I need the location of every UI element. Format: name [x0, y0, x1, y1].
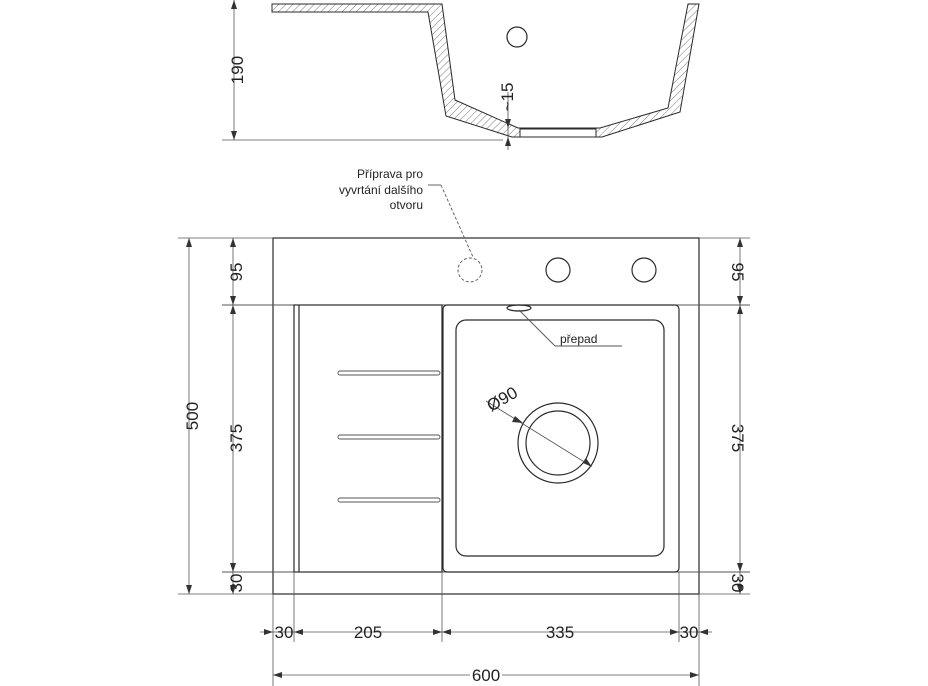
- bowl-inner: [455, 319, 665, 557]
- drain-inner: [525, 410, 591, 476]
- arrowhead: [583, 458, 592, 467]
- arrowhead: [230, 563, 236, 572]
- arrowhead: [230, 585, 236, 594]
- arrowhead: [737, 585, 743, 594]
- dim-30-left-label: 30: [227, 574, 246, 593]
- arrowhead: [737, 238, 743, 247]
- arrowhead: [737, 296, 743, 305]
- plan-view: Ø90 přepad Příprava pro vyvrtání dalšího…: [222, 167, 750, 595]
- dim-375-left-label: 375: [227, 424, 246, 452]
- height-190-label: 190: [228, 56, 247, 84]
- arrowhead: [670, 629, 679, 635]
- drainer-groove: [337, 370, 441, 376]
- dim-335-label: 335: [546, 623, 574, 642]
- drain-diameter-line: [485, 400, 587, 464]
- arrowhead: [230, 296, 236, 305]
- arrowhead: [230, 238, 236, 247]
- arrowhead: [737, 305, 743, 314]
- sink-outline: [272, 237, 700, 595]
- drainer-area: [293, 304, 443, 573]
- dim-30-a-label: 30: [275, 623, 294, 642]
- arrowhead: [294, 629, 303, 635]
- hole-note-line-3: otvoru: [390, 198, 423, 212]
- tap-hole: [545, 257, 571, 283]
- arrowhead: [273, 672, 282, 678]
- arrowhead: [505, 137, 511, 146]
- arrowhead: [737, 563, 743, 572]
- arrowhead: [230, 305, 236, 314]
- arrowhead: [505, 119, 511, 128]
- overflow-slot: [506, 304, 532, 312]
- tap-hole-section: [506, 26, 528, 48]
- bowl-outer: [442, 304, 680, 573]
- sink-section-profile: [271, 3, 700, 138]
- arrowhead: [231, 0, 237, 9]
- optional-hole: [457, 257, 483, 283]
- drainer-groove: [337, 497, 441, 503]
- label-backdrop: [470, 664, 502, 684]
- dim-205-label: 205: [354, 623, 382, 642]
- dim-30-right-label: 30: [728, 574, 747, 593]
- section-view: 190 ~15: [222, 0, 700, 150]
- right-dimensions: 95 375 30: [699, 237, 750, 595]
- hole-note-line-2: vyvrtání dalšího: [339, 183, 423, 197]
- overflow-note: přepad: [560, 332, 597, 346]
- arrowhead: [690, 672, 699, 678]
- outlet-pipe: [519, 128, 597, 138]
- arrowhead: [699, 629, 708, 635]
- hole-note-line-1: Příprava pro: [357, 167, 423, 181]
- arrowhead: [442, 629, 451, 635]
- depth-15-label: ~15: [498, 83, 517, 112]
- arrowhead: [264, 629, 273, 635]
- left-dimensions: 500 95 375 30: [178, 237, 273, 595]
- bottom-dimensions: 30 205 335 30 600: [260, 572, 712, 686]
- overflow-leader-line: [518, 309, 556, 347]
- dim-95-left-label: 95: [227, 263, 246, 282]
- arrowhead: [186, 238, 192, 247]
- arrowhead: [231, 131, 237, 140]
- arrowhead: [186, 585, 192, 594]
- dim-500-label: 500: [183, 402, 202, 430]
- hole-note-leader: [440, 184, 474, 258]
- dim-30-d-label: 30: [680, 623, 699, 642]
- dim-600-label: 600: [472, 666, 500, 685]
- dim-95-right-label: 95: [728, 263, 747, 282]
- tap-hole: [631, 257, 657, 283]
- drainer-groove: [337, 434, 441, 440]
- arrowhead: [512, 416, 523, 423]
- arrowhead: [433, 629, 442, 635]
- dim-375-right-label: 375: [728, 424, 747, 452]
- drain-outer: [517, 402, 599, 484]
